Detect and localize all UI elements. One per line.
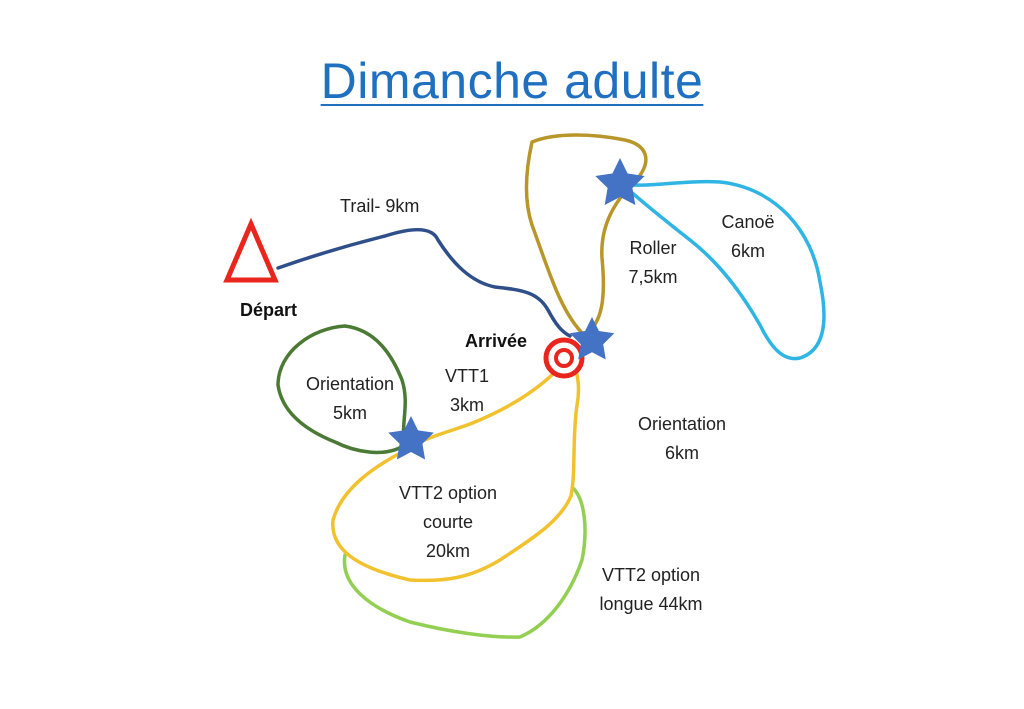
route-vtt2-long: [342, 486, 587, 639]
vtt2-short-line1: VTT2 option: [398, 483, 498, 503]
target-icon: [543, 337, 585, 379]
orientation-6km-label: Orientation 6km: [622, 410, 742, 468]
star-icon: [595, 158, 645, 205]
route-roller: [524, 133, 648, 338]
star-icon: [388, 416, 434, 460]
canoe-distance: 6km: [730, 241, 765, 261]
orientation-5km-name: Orientation: [305, 374, 395, 394]
route-canoe: [620, 179, 826, 361]
route-orientation-5km: [276, 324, 407, 455]
vtt2-long-label: VTT2 option longue 44km: [585, 561, 717, 619]
vtt1-distance: 3km: [449, 395, 484, 415]
trail-label: Trail- 9km: [340, 196, 420, 216]
roller-distance: 7,5km: [628, 267, 678, 287]
vtt1-name: VTT1: [444, 366, 489, 386]
roller-name: Roller: [629, 238, 677, 258]
canoe-label: Canoë 6km: [710, 208, 786, 266]
route-trail: [276, 228, 572, 338]
vtt2-long-line1: VTT2 option: [601, 565, 701, 585]
orientation-6km-name: Orientation: [637, 414, 727, 434]
route-vtt2-short: [331, 368, 581, 583]
orientation-5km-distance: 5km: [332, 403, 367, 423]
vtt1-label: VTT1 3km: [438, 362, 496, 420]
orientation-5km-label: Orientation 5km: [292, 370, 408, 428]
triangle-icon: [223, 217, 279, 283]
finish-label: Arrivée: [465, 331, 528, 351]
vtt2-long-line2: longue 44km: [599, 594, 703, 614]
roller-label: Roller 7,5km: [618, 234, 688, 292]
vtt2-short-label: VTT2 option courte 20km: [382, 479, 514, 566]
star-icon: [569, 317, 615, 360]
orientation-6km-distance: 6km: [664, 443, 699, 463]
page-title: Dimanche adulte: [320, 53, 704, 109]
vtt2-short-line3: 20km: [425, 541, 470, 561]
start-label: Départ: [240, 300, 298, 320]
vtt2-short-line2: courte: [422, 512, 474, 532]
canoe-name: Canoë: [721, 212, 775, 232]
